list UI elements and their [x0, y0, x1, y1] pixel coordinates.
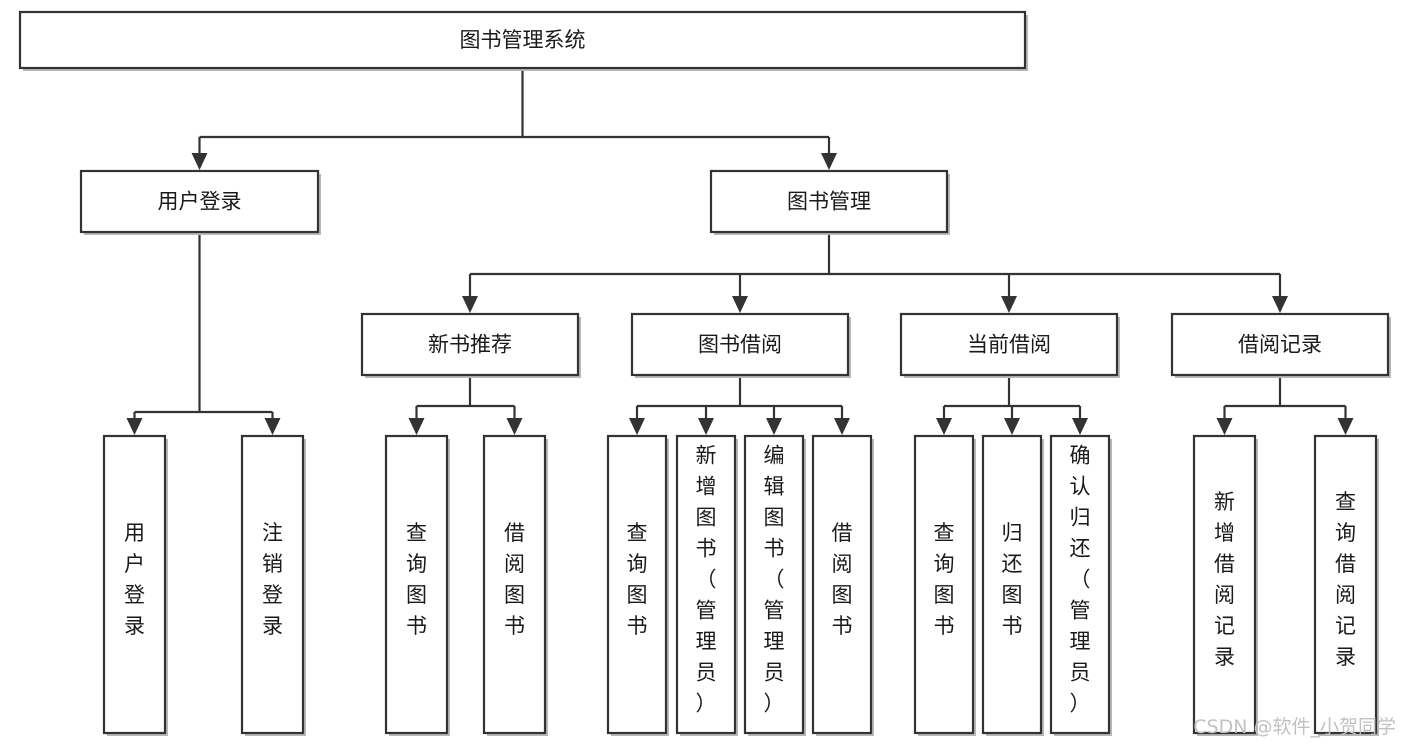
connector-book-borrow-to-leaves [629, 375, 850, 435]
connectors-layer [126, 68, 1354, 435]
connector-current-borrow-to-leaves [936, 375, 1088, 435]
node-title-system[interactable]: 图书管理系统 [18, 10, 1028, 71]
node-book-management[interactable]: 图书管理 [709, 169, 950, 235]
connector-book-management-to-level3 [462, 232, 1288, 313]
node-leaf-confirm-return-admin[interactable]: 确认归还（管理员） [1049, 434, 1112, 736]
arrow-head-icon [191, 153, 208, 170]
node-leaf-query-book-1-label: 查询图书 [406, 521, 427, 638]
arrow-head-icon [936, 418, 952, 435]
node-borrow-record[interactable]: 借阅记录 [1170, 312, 1391, 378]
node-user-login-label: 用户登录 [158, 190, 242, 214]
node-leaf-query-borrow-record[interactable]: 查询借阅记录 [1313, 434, 1379, 736]
node-leaf-add-borrow-record[interactable]: 新增借阅记录 [1192, 434, 1258, 736]
node-leaf-edit-book-admin-label: 编辑图书（管理员） [764, 444, 785, 716]
node-leaf-add-book-admin[interactable]: 新增图书（管理员） [675, 434, 738, 736]
arrow-head-icon [766, 418, 782, 435]
arrow-head-icon [506, 418, 523, 435]
connector-new-book-recommend-to-leaves [408, 375, 523, 435]
node-leaf-edit-book-admin[interactable]: 编辑图书（管理员） [743, 434, 806, 736]
node-leaf-borrow-book-1[interactable]: 借阅图书 [482, 434, 548, 736]
node-book-borrow-label: 图书借阅 [698, 333, 782, 357]
node-leaf-user-login[interactable]: 用户登录 [102, 434, 168, 736]
node-leaf-return-book[interactable]: 归还图书 [981, 434, 1044, 736]
node-new-book-recommend[interactable]: 新书推荐 [360, 312, 581, 378]
node-leaf-add-borrow-record-label: 新增借阅记录 [1214, 490, 1235, 669]
node-leaf-query-book-3-label: 查询图书 [934, 521, 955, 638]
nodes-layer: 图书管理系统用户登录图书管理新书推荐图书借阅当前借阅借阅记录用户登录注销登录查询… [18, 10, 1391, 736]
arrow-head-icon [629, 418, 645, 435]
node-leaf-query-borrow-record-label: 查询借阅记录 [1335, 490, 1356, 669]
node-leaf-query-book-3[interactable]: 查询图书 [913, 434, 976, 736]
arrow-head-icon [834, 418, 850, 435]
arrow-head-icon [698, 418, 714, 435]
csdn-watermark: CSDN @软件_小贺同学 [1193, 716, 1396, 738]
connector-root-to-level2 [191, 68, 837, 170]
node-leaf-query-book-2-label: 查询图书 [627, 521, 648, 638]
node-book-borrow[interactable]: 图书借阅 [630, 312, 851, 378]
node-current-borrow[interactable]: 当前借阅 [899, 312, 1120, 378]
node-user-login[interactable]: 用户登录 [79, 169, 321, 235]
node-leaf-logout-login-label: 注销登录 [262, 521, 283, 638]
arrow-head-icon [821, 153, 837, 170]
node-leaf-borrow-book-1-label: 借阅图书 [504, 521, 525, 638]
node-leaf-user-login-label: 用户登录 [124, 521, 145, 638]
arrow-head-icon [264, 418, 281, 435]
node-leaf-borrow-book-2-label: 借阅图书 [832, 521, 853, 638]
node-new-book-recommend-label: 新书推荐 [428, 333, 512, 357]
connector-user-login-to-leaves [126, 232, 281, 435]
node-leaf-query-book-1[interactable]: 查询图书 [384, 434, 450, 736]
arrow-head-icon [1001, 296, 1017, 313]
node-leaf-confirm-return-admin-label: 确认归还（管理员） [1070, 444, 1091, 716]
node-leaf-logout-login[interactable]: 注销登录 [240, 434, 306, 736]
arrow-head-icon [1072, 418, 1088, 435]
node-title-system-label: 图书管理系统 [460, 28, 586, 52]
node-leaf-query-book-2[interactable]: 查询图书 [606, 434, 669, 736]
node-borrow-record-label: 借阅记录 [1238, 333, 1322, 357]
arrow-head-icon [1004, 418, 1020, 435]
arrow-head-icon [1216, 418, 1233, 435]
node-leaf-borrow-book-2[interactable]: 借阅图书 [811, 434, 874, 736]
arrow-head-icon [1337, 418, 1354, 435]
arrow-head-icon [408, 418, 425, 435]
node-leaf-add-book-admin-label: 新增图书（管理员） [696, 444, 717, 716]
arrow-head-icon [732, 296, 748, 313]
arrow-head-icon [462, 296, 478, 313]
node-leaf-return-book-label: 归还图书 [1002, 521, 1023, 638]
node-current-borrow-label: 当前借阅 [967, 333, 1051, 357]
arrow-head-icon [1272, 296, 1288, 313]
node-book-management-label: 图书管理 [787, 190, 871, 214]
connector-borrow-record-to-leaves [1216, 375, 1354, 435]
arrow-head-icon [126, 418, 143, 435]
